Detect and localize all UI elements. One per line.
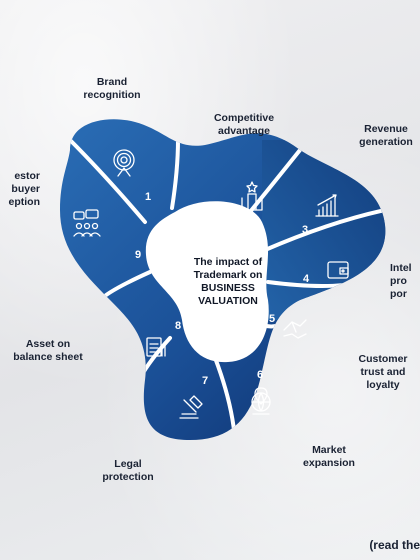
label-line: Market xyxy=(312,444,346,456)
gavel-icon xyxy=(179,395,203,419)
segment-number-7: 7 xyxy=(202,375,208,387)
footer-note: (read the xyxy=(369,538,420,552)
label-customer-trust: Customer trust and loyalty xyxy=(348,353,418,392)
label-asset-balance-sheet: Asset on balance sheet xyxy=(4,338,92,364)
label-line: balance sheet xyxy=(13,351,83,363)
label-intellectual-property: Intel pro por xyxy=(390,262,420,301)
center-title: The impact of Trademark on BUSINESS VALU… xyxy=(168,256,288,308)
handshake-icon xyxy=(283,319,307,339)
center-title-line2: Trademark on xyxy=(193,269,263,281)
label-line: loyalty xyxy=(366,379,400,391)
label-investor-perception: estor buyer eption xyxy=(0,170,41,209)
segment-number-1: 1 xyxy=(145,191,151,203)
label-line: Brand xyxy=(96,76,128,88)
label-competitive-advantage: Competitive advantage xyxy=(198,112,290,138)
label-line: Competitive xyxy=(213,112,275,124)
wallet-icon xyxy=(327,261,349,279)
label-line: Revenue xyxy=(364,123,408,135)
label-line: eption xyxy=(8,196,41,208)
divider-1-2 xyxy=(170,138,180,210)
group-chat-icon xyxy=(73,209,101,237)
label-market-expansion: Market expansion xyxy=(290,444,368,470)
divider-3-4 xyxy=(263,208,386,252)
segment-number-4: 4 xyxy=(303,273,310,285)
document-chart-icon xyxy=(146,337,166,357)
center-title-line1: The impact of xyxy=(193,256,263,268)
label-line: estor xyxy=(14,170,40,182)
center-title-line4: VALUATION xyxy=(198,295,258,307)
label-brand-recognition: Brand recognition xyxy=(68,76,156,102)
label-line: pro xyxy=(390,275,407,287)
label-legal-protection: Legal protection xyxy=(90,458,166,484)
segment-number-9: 9 xyxy=(135,249,141,261)
label-line: Intel xyxy=(390,262,412,274)
label-line: advantage xyxy=(218,125,270,137)
divider-9-1 xyxy=(68,138,147,224)
label-line: Customer xyxy=(358,353,408,365)
segment-number-8: 8 xyxy=(175,320,181,332)
globe-location-icon xyxy=(251,387,271,415)
segment-number-3: 3 xyxy=(302,224,308,236)
growth-bars-icon xyxy=(315,194,339,217)
label-line: trust and xyxy=(360,366,406,378)
label-line: buyer xyxy=(11,183,40,195)
segment-number-2: 2 xyxy=(229,216,235,228)
label-line: Asset on xyxy=(25,338,71,350)
label-line: protection xyxy=(102,471,154,483)
label-line: por xyxy=(390,288,407,300)
label-line: generation xyxy=(359,136,413,148)
target-icon xyxy=(113,149,135,177)
podium-star-icon xyxy=(241,181,263,211)
center-blob xyxy=(145,201,269,363)
label-line: expansion xyxy=(303,457,355,469)
label-line: recognition xyxy=(83,89,141,101)
segment-number-5: 5 xyxy=(269,313,275,325)
center-title-line3: BUSINESS xyxy=(201,282,255,294)
segment-number-6: 6 xyxy=(257,369,263,381)
label-line: Legal xyxy=(114,458,142,470)
label-revenue-generation: Revenue generation xyxy=(350,123,420,149)
